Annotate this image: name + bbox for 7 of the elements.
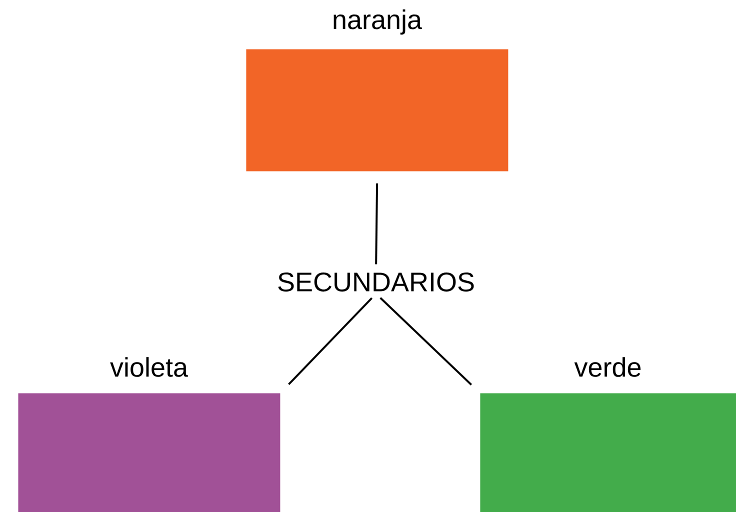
box-heading: naranja — [334, 9, 422, 35]
category-label: SECUNDARIOS — [278, 272, 474, 292]
connector-line — [380, 297, 472, 386]
connector-line — [375, 183, 378, 264]
box-heading: verde — [574, 357, 641, 377]
box-heading: violeta — [110, 357, 188, 377]
connector-line — [288, 297, 373, 386]
